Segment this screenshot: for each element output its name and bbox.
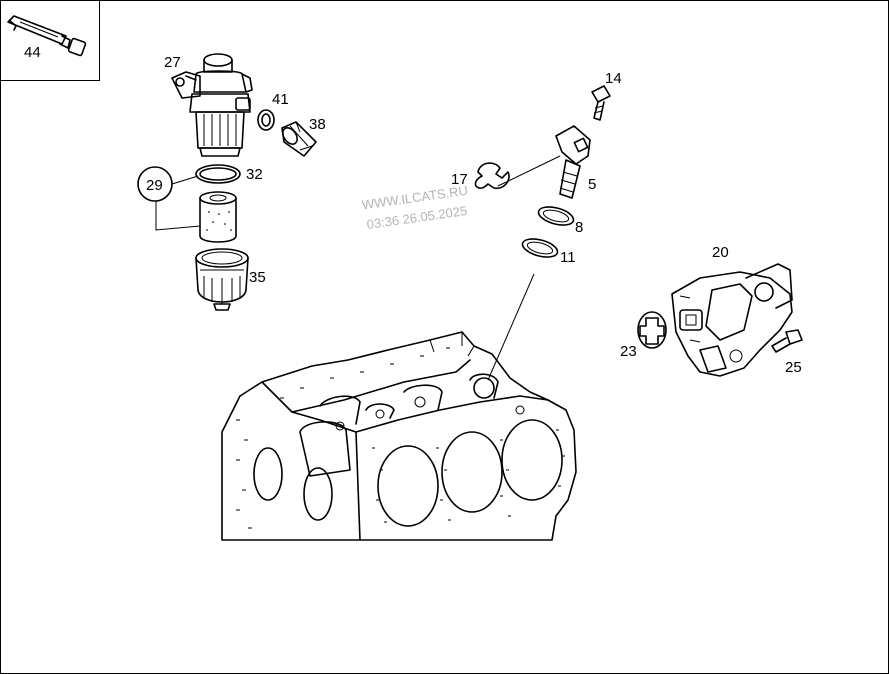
callout-11: 11: [560, 249, 576, 266]
part-25-bolt[interactable]: [771, 329, 803, 353]
part-5-sensor[interactable]: [555, 125, 591, 199]
part-23-coupling[interactable]: [637, 311, 667, 349]
callout-41: 41: [272, 91, 289, 108]
part-14-bolt[interactable]: [591, 85, 611, 121]
part-38-connector[interactable]: [280, 121, 317, 157]
callout-27: 27: [164, 54, 181, 71]
callout-17: 17: [451, 171, 468, 188]
part-20-pump[interactable]: [671, 263, 793, 377]
part-44-frame: [0, 0, 100, 81]
callout-38: 38: [309, 116, 326, 133]
part-44-box[interactable]: 44: [0, 0, 100, 81]
part-32-o-ring[interactable]: [195, 164, 241, 184]
part-11-o-ring[interactable]: [487, 236, 559, 381]
part-35-filter-bowl[interactable]: [195, 248, 249, 311]
callout-25: 25: [785, 359, 802, 376]
callout-35: 35: [249, 269, 266, 286]
callout-32: 32: [246, 166, 263, 183]
part-29-callout[interactable]: 29: [137, 166, 201, 231]
part-27-filter-housing[interactable]: [171, 53, 253, 157]
engine-block[interactable]: [221, 331, 577, 541]
part-41-washer[interactable]: [257, 109, 275, 131]
callout-23: 23: [620, 343, 637, 360]
callout-5: 5: [588, 176, 596, 193]
grease-tube-icon: [7, 15, 87, 57]
callout-44: 44: [24, 44, 41, 61]
callout-14: 14: [605, 70, 622, 87]
callout-29: 29: [146, 177, 163, 194]
callout-8: 8: [575, 219, 583, 236]
wrench-icon[interactable]: [474, 155, 561, 190]
watermark: WWW.ILCATS.RU 03:36 26.05.2025: [361, 183, 469, 232]
part-29-filter-element[interactable]: [199, 191, 237, 243]
callout-20: 20: [712, 244, 729, 261]
part-8-o-ring[interactable]: [537, 204, 576, 229]
